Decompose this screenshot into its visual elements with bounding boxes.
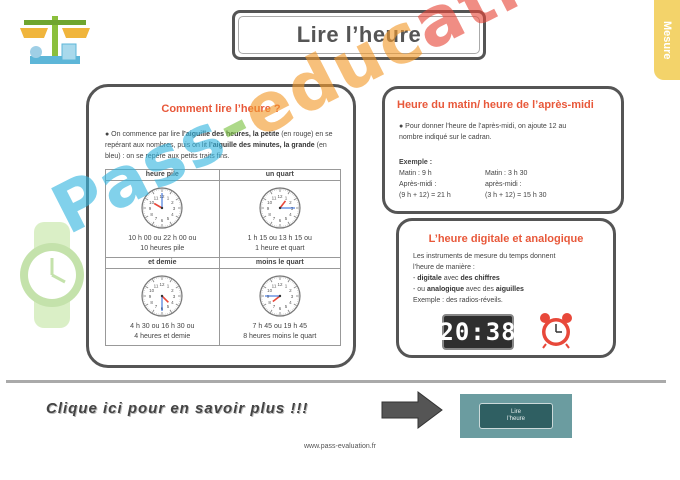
- svg-text:11: 11: [271, 195, 276, 200]
- thumbnail-line: l’heure: [506, 416, 525, 422]
- svg-text:8: 8: [268, 300, 271, 305]
- table-header-et-demie: et demie: [105, 257, 220, 269]
- svg-text:12: 12: [277, 194, 283, 199]
- hour-hand: [272, 295, 281, 303]
- svg-text:7: 7: [273, 216, 276, 221]
- clock-icon: 123456789101112: [259, 187, 301, 229]
- thumbnail-line: Lire: [510, 409, 521, 415]
- arrow-right-icon[interactable]: [380, 390, 444, 430]
- how-to-read-title: Comment lire l’heure ?: [161, 103, 281, 115]
- digital-clock-display: 20:38: [439, 314, 516, 350]
- svg-text:8: 8: [268, 212, 271, 217]
- hour-hand: [279, 200, 286, 209]
- svg-text:7: 7: [155, 304, 158, 309]
- clock-icon: 123456789101112: [141, 187, 183, 229]
- clock-icon: 123456789101112: [141, 275, 183, 317]
- footer-url[interactable]: www.pass-evaluation.fr: [304, 443, 376, 450]
- caption-line: 4 heures et demie: [134, 333, 191, 340]
- svg-text:7: 7: [273, 304, 276, 309]
- svg-text:7: 7: [155, 216, 158, 221]
- svg-text:1: 1: [285, 195, 288, 200]
- alarm-clock-icon: [540, 313, 572, 349]
- table-cell-moins-le-quart: 123456789101112 7 h 45 ou 19 h 45 8 heur…: [218, 268, 342, 346]
- svg-text:1: 1: [285, 283, 288, 288]
- table-header-moins-le-quart: moins le quart: [218, 257, 342, 269]
- morning-afternoon-intro: ● Pour donner l’heure de l’après-midi, o…: [399, 123, 567, 141]
- hour-hand: [161, 295, 170, 303]
- caption-line: 10 heures pile: [140, 245, 185, 252]
- clock-icon: 123456789101112: [259, 275, 301, 317]
- hour-hand: [154, 202, 163, 209]
- svg-text:3: 3: [291, 294, 294, 299]
- svg-text:2: 2: [289, 200, 292, 205]
- table-header-un-quart: un quart: [218, 169, 342, 181]
- morning-afternoon-panel: Heure du matin/ heure de l’après-midi ● …: [382, 86, 624, 214]
- table-cell-un-quart: 123456789101112 1 h 15 ou 13 h 15 ou 1 h…: [218, 180, 342, 258]
- digital-analog-text: Les instruments de mesure du temps donne…: [413, 253, 556, 304]
- example-label: Exemple :: [399, 159, 433, 166]
- caption-line: 1 heure et quart: [255, 245, 305, 252]
- svg-text:4: 4: [289, 300, 292, 305]
- caption-line: 4 h 30 ou 16 h 30 ou: [130, 323, 195, 330]
- category-tab[interactable]: Mesure: [654, 0, 680, 80]
- svg-text:1: 1: [167, 195, 170, 200]
- svg-text:9: 9: [149, 294, 152, 299]
- svg-text:1: 1: [167, 283, 170, 288]
- caption-line: 8 heures moins le quart: [243, 333, 317, 340]
- svg-text:2: 2: [289, 288, 292, 293]
- clock-examples-table: heure pile un quart 123456789101112 10 h…: [105, 169, 342, 346]
- svg-text:8: 8: [151, 300, 154, 305]
- svg-text:3: 3: [173, 206, 176, 211]
- table-header-heure-pile: heure pile: [105, 169, 220, 181]
- digital-analog-panel: L’heure digitale et analogique Les instr…: [396, 218, 616, 358]
- svg-text:11: 11: [154, 195, 159, 200]
- svg-text:12: 12: [277, 282, 283, 287]
- svg-text:5: 5: [167, 216, 170, 221]
- svg-text:2: 2: [171, 200, 174, 205]
- svg-text:2: 2: [171, 288, 174, 293]
- svg-text:5: 5: [285, 216, 288, 221]
- svg-text:3: 3: [173, 294, 176, 299]
- category-tab-label: Mesure: [661, 20, 673, 60]
- morning-afternoon-title: Heure du matin/ heure de l’après-midi: [397, 99, 594, 111]
- caption-line: 1 h 15 ou 13 h 15 ou: [247, 235, 312, 242]
- svg-text:10: 10: [267, 200, 273, 205]
- svg-text:5: 5: [285, 304, 288, 309]
- svg-text:9: 9: [267, 206, 270, 211]
- svg-text:6: 6: [279, 306, 282, 311]
- svg-text:8: 8: [151, 212, 154, 217]
- title-box: Lire l’heure: [232, 10, 486, 60]
- divider: [6, 380, 666, 383]
- balance-scale-logo: [20, 16, 90, 64]
- svg-text:4: 4: [171, 300, 174, 305]
- svg-text:10: 10: [267, 288, 273, 293]
- caption-line: 10 h 00 ou 22 h 00 ou: [128, 235, 197, 242]
- how-to-read-panel: Comment lire l’heure ? ● On commence par…: [86, 84, 356, 368]
- learn-more-link[interactable]: Clique ici pour en savoir plus !!!: [46, 400, 309, 417]
- svg-text:4: 4: [289, 212, 292, 217]
- svg-text:9: 9: [149, 206, 152, 211]
- example-col-2: Matin : 3 h 30 après-midi : (3 h + 12) =…: [485, 170, 547, 199]
- svg-text:4: 4: [171, 212, 174, 217]
- svg-text:10: 10: [149, 288, 155, 293]
- caption-line: 7 h 45 ou 19 h 45: [252, 323, 308, 330]
- svg-text:11: 11: [154, 283, 159, 288]
- page-title: Lire l’heure: [296, 22, 422, 47]
- svg-text:12: 12: [160, 282, 166, 287]
- svg-text:5: 5: [167, 304, 170, 309]
- digital-analog-title: L’heure digitale et analogique: [428, 233, 584, 245]
- table-cell-et-demie: 123456789101112 4 h 30 ou 16 h 30 ou 4 h…: [105, 268, 220, 346]
- svg-text:10: 10: [149, 200, 155, 205]
- svg-text:6: 6: [279, 218, 282, 223]
- svg-text:6: 6: [161, 218, 164, 223]
- svg-text:11: 11: [271, 283, 276, 288]
- example-col-1: Matin : 9 h Après-midi : (9 h + 12) = 21…: [399, 170, 451, 199]
- watch-icon: [20, 222, 84, 328]
- table-cell-heure-pile: 123456789101112 10 h 00 ou 22 h 00 ou 10…: [105, 180, 220, 258]
- how-to-read-intro: ● On commence par lire l’aiguille des he…: [105, 131, 333, 160]
- lesson-thumbnail[interactable]: Lire l’heure: [460, 394, 572, 438]
